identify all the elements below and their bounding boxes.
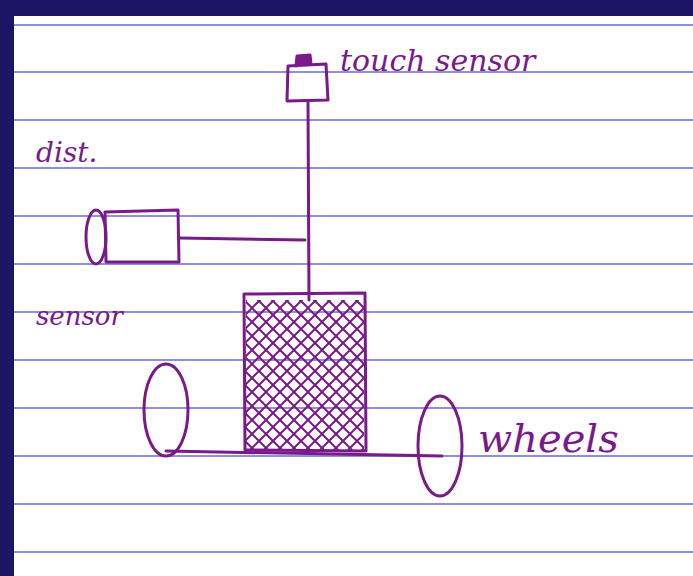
- ruled-lines: [0, 25, 693, 552]
- handwritten-label: sensor: [36, 302, 123, 331]
- body-box: [244, 293, 366, 451]
- frame-left: [0, 0, 14, 576]
- distance-sensor-body: [105, 210, 179, 262]
- mast-line: [308, 101, 309, 300]
- right-wheel: [418, 396, 462, 496]
- distance-sensor-lens: [86, 210, 106, 264]
- body-hatching: [246, 300, 364, 450]
- handwritten-label: wheels: [478, 416, 619, 460]
- left-wheel: [144, 364, 188, 456]
- frame-top: [0, 0, 693, 16]
- axle: [166, 451, 442, 456]
- touch-sensor-box: [287, 64, 328, 101]
- handwritten-label: dist.: [36, 138, 97, 169]
- touch-sensor-tip: [296, 55, 311, 66]
- handwritten-label: touch sensor: [340, 44, 535, 77]
- sensor-arm: [179, 238, 305, 240]
